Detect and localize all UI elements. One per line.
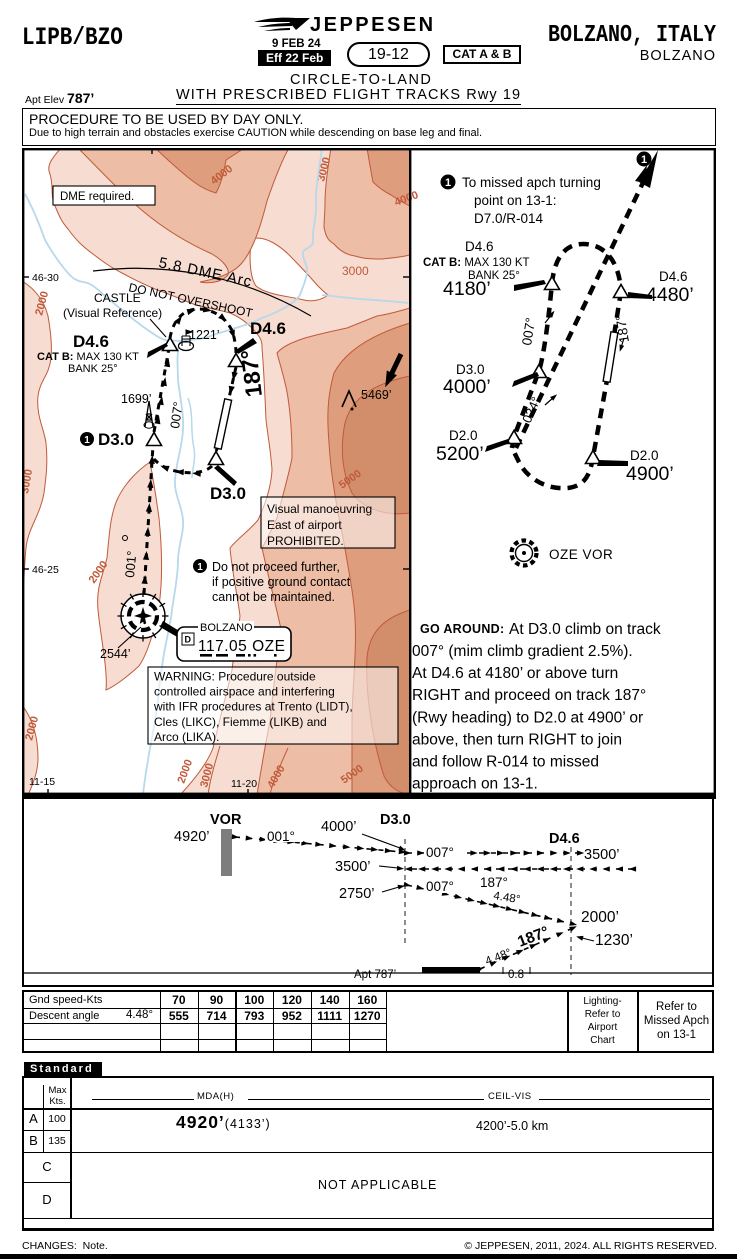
svg-text:Do not proceed further,: Do not proceed further, [212,560,340,574]
svg-text:187°: 187° [480,875,508,890]
svg-text:if positive ground contact: if positive ground contact [212,575,351,589]
svg-text:1: 1 [197,562,203,573]
svg-text:(Rwy heading) to D2.0 at 4900’: (Rwy heading) to D2.0 at 4900’ or [412,709,643,726]
svg-text:4.48°: 4.48° [484,947,513,968]
svg-text:D2.0: D2.0 [449,428,478,443]
svg-text:Apt 787’: Apt 787’ [354,969,396,981]
svg-text:D4.6: D4.6 [250,319,286,338]
svg-text:1: 1 [641,154,647,166]
svg-text:5200’: 5200’ [436,443,484,465]
svg-text:1221’: 1221’ [189,328,220,342]
svg-text:D3.0: D3.0 [456,362,485,377]
svg-text:(Visual Reference): (Visual Reference) [63,306,162,320]
svg-text:1230’: 1230’ [595,932,633,949]
svg-text:007°: 007° [426,879,454,894]
svg-text:117.05 OZE: 117.05 OZE [198,638,285,655]
svg-text:3500’: 3500’ [584,847,619,863]
svg-text:11-20: 11-20 [231,778,257,790]
svg-text:3000: 3000 [342,264,369,278]
svg-text:D2.0: D2.0 [630,448,659,463]
svg-text:4900’: 4900’ [626,463,674,485]
svg-text:5469’: 5469’ [361,388,392,402]
svg-text:OZE VOR: OZE VOR [549,547,613,562]
svg-text:007°: 007° [519,317,538,347]
svg-text:D4.6: D4.6 [465,239,494,254]
svg-text:D4.6: D4.6 [73,332,109,351]
svg-text:To missed apch turning: To missed apch turning [462,175,601,190]
svg-text:1: 1 [445,177,451,189]
svg-text:WARNING: Procedure outside: WARNING: Procedure outside [154,670,316,684]
svg-text:3500’: 3500’ [335,859,370,875]
svg-text:BANK 25°: BANK 25° [468,270,520,282]
svg-text:CAT B: MAX 130 KT: CAT B: MAX 130 KT [423,257,530,269]
svg-text:D4.6: D4.6 [549,831,580,847]
svg-text:D3.0: D3.0 [380,812,411,828]
svg-text:PROHIBITED.: PROHIBITED. [267,534,344,548]
svg-text:0.8: 0.8 [508,969,524,981]
svg-text:007° (mim climb gradient 2.5%): 007° (mim climb gradient 2.5%). [412,643,633,660]
svg-text:4000’: 4000’ [443,376,491,398]
svg-text:Arco (LIKA).: Arco (LIKA). [154,730,219,744]
svg-text:4.48°: 4.48° [493,890,522,906]
svg-text:East of airport: East of airport [267,518,342,532]
svg-text:controlled airspace and interf: controlled airspace and interfering [154,685,335,699]
svg-text:007°: 007° [426,845,454,860]
svg-text:11-15: 11-15 [29,776,55,788]
svg-text:RIGHT and proceed on track 187: RIGHT and proceed on track 187° [412,687,646,704]
svg-text:CAT B: MAX 130 KT: CAT B: MAX 130 KT [37,351,139,363]
svg-text:4480’: 4480’ [646,284,694,306]
svg-text:Visual manoeuvring: Visual manoeuvring [267,502,372,516]
svg-text:D: D [185,635,192,645]
svg-text:001°: 001° [267,829,295,844]
svg-text:187°: 187° [613,314,632,344]
svg-text:001°: 001° [122,550,139,578]
svg-text:At D3.0 climb on track: At D3.0 climb on track [509,621,661,638]
svg-text:4920’: 4920’ [174,829,209,845]
svg-text:4000’: 4000’ [321,819,356,835]
svg-text:2000’: 2000’ [581,909,619,926]
svg-text:BANK 25°: BANK 25° [68,363,118,375]
svg-text:3000: 3000 [22,468,35,494]
svg-text:1: 1 [84,435,90,446]
svg-text:Cles (LIKC), Fiemme (LIKB) and: Cles (LIKC), Fiemme (LIKB) and [154,715,327,729]
svg-text:with IFR procedures at Trento: with IFR procedures at Trento (LIDT), [153,700,353,714]
svg-text:point on 13-1:: point on 13-1: [474,193,557,208]
svg-text:above, then turn RIGHT to join: above, then turn RIGHT to join [412,731,622,748]
svg-text:4180’: 4180’ [443,278,491,300]
svg-text:GO AROUND:: GO AROUND: [420,622,504,636]
svg-text:187°: 187° [235,348,267,398]
svg-text:DME required.: DME required. [60,191,134,203]
svg-text:024°: 024° [519,395,544,426]
svg-text:BOLZANO: BOLZANO [200,622,253,634]
svg-text:approach on 13-1.: approach on 13-1. [412,776,538,793]
svg-text:2750’: 2750’ [339,886,374,902]
svg-text:and follow R-014 to missed: and follow R-014 to missed [412,754,599,771]
svg-text:46-25: 46-25 [32,564,59,576]
svg-text:CASTLE: CASTLE [94,291,141,305]
svg-text:D3.0: D3.0 [210,484,246,503]
svg-text:1699’: 1699’ [121,392,152,406]
svg-text:At D4.6 at 4180’ or above turn: At D4.6 at 4180’ or above turn [412,665,618,682]
svg-text:D4.6: D4.6 [659,269,688,284]
svg-text:007°: 007° [167,401,186,430]
svg-text:D3.0: D3.0 [98,430,134,449]
svg-text:cannot be maintained.: cannot be maintained. [212,590,335,604]
svg-text:46-30: 46-30 [32,272,59,284]
svg-text:D7.0/R-014: D7.0/R-014 [474,211,544,226]
svg-text:VOR: VOR [210,812,242,828]
svg-text:2544’: 2544’ [100,647,131,661]
